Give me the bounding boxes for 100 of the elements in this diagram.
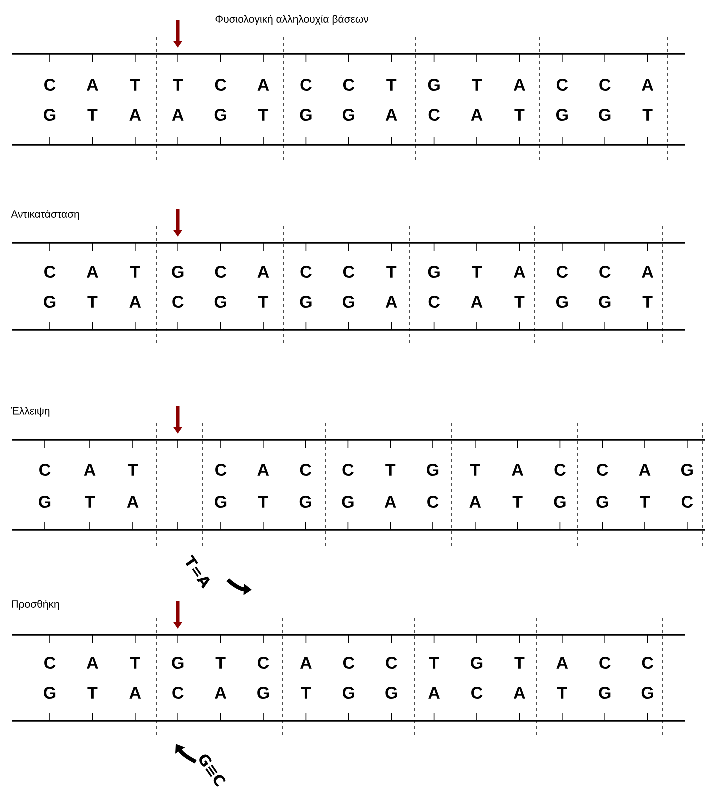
base-letter: G	[596, 496, 610, 509]
base-letter: A	[256, 266, 270, 278]
base-letter: T	[386, 266, 398, 278]
base-letter: T	[87, 686, 98, 700]
base-letter: T	[514, 656, 526, 670]
base-letter: C	[256, 656, 270, 670]
base-letter: G	[214, 296, 228, 309]
base-letter: C	[680, 496, 694, 509]
base-letter: G	[384, 686, 399, 700]
panel-title: Φυσιολογική αλληλουχία βάσεων	[216, 14, 368, 26]
base-letter: A	[511, 464, 524, 476]
base-letter: T	[258, 496, 270, 508]
base-letter: A	[128, 686, 142, 700]
base-letter: G	[426, 464, 440, 477]
base-letter: G	[214, 108, 228, 122]
base-letter: A	[86, 266, 100, 278]
base-letter: C	[556, 265, 570, 279]
base-letter: G	[299, 296, 314, 309]
base-letter: C	[596, 464, 610, 477]
base-letter: C	[214, 265, 228, 279]
base-letter: C	[342, 78, 356, 92]
panel-title: Προσθήκη	[12, 600, 60, 610]
base-letter: A	[428, 686, 441, 700]
base-letter: A	[513, 266, 526, 278]
base-letter: T	[512, 496, 524, 508]
base-letter: G	[298, 496, 313, 509]
base-letter: G	[427, 265, 442, 279]
base-letter: C	[384, 656, 398, 670]
base-letter: C	[43, 265, 57, 279]
base-letter: G	[171, 265, 186, 279]
base-letter: C	[428, 108, 441, 122]
base-letter: C	[554, 464, 567, 477]
base-letter: T	[130, 656, 142, 670]
base-letter: G	[342, 296, 356, 309]
base-letter: A	[384, 108, 398, 122]
base-letter: C	[300, 265, 313, 279]
base-letter: C	[556, 78, 570, 92]
base-letter: C	[299, 464, 312, 477]
base-letter: C	[428, 296, 441, 309]
base-letter: C	[38, 464, 52, 477]
base-letter: A	[126, 496, 140, 508]
base-letter: G	[342, 108, 356, 122]
base-letter: T	[127, 464, 139, 476]
panel-title: Έλλειψη	[11, 407, 50, 417]
base-letter: C	[214, 78, 228, 92]
base-letter: C	[598, 78, 612, 92]
base-letter: A	[256, 78, 270, 92]
base-letter: T	[130, 78, 142, 92]
base-letter: T	[300, 686, 312, 700]
base-letter: A	[171, 108, 185, 122]
base-letter: G	[598, 108, 612, 122]
base-letter: C	[214, 464, 228, 477]
base-letter: C	[171, 686, 185, 700]
base-letter: A	[513, 78, 526, 92]
base-letter: G	[598, 686, 612, 700]
base-letter: C	[342, 464, 355, 477]
base-letter: A	[470, 296, 484, 308]
panel-title: Αντικατάσταση	[11, 210, 80, 220]
base-letter: A	[556, 656, 570, 670]
base-letter: T	[639, 496, 651, 508]
base-letter: G	[38, 496, 52, 509]
base-letter: T	[258, 108, 270, 122]
base-letter: C	[342, 656, 356, 670]
base-letter: T	[471, 266, 483, 278]
base-letter: G	[470, 656, 484, 670]
base-letter: C	[470, 686, 484, 700]
base-letter: G	[299, 108, 314, 122]
base-letter: G	[555, 108, 570, 122]
base-letter: T	[384, 464, 396, 476]
base-letter: T	[87, 296, 98, 308]
base-letter: G	[640, 686, 655, 700]
base-letter: A	[128, 108, 142, 122]
base-letter: C	[300, 78, 313, 92]
base-letter: T	[87, 108, 98, 122]
base-letter: G	[342, 686, 356, 700]
base-letter: A	[468, 496, 482, 508]
base-letter: G	[256, 686, 271, 700]
base-letter: T	[386, 78, 398, 92]
base-letter: G	[42, 108, 58, 122]
base-letter: G	[341, 496, 356, 509]
base-letter: G	[171, 656, 186, 670]
base-letter: A	[470, 108, 484, 122]
base-letter: C	[342, 265, 356, 279]
base-letter: C	[171, 296, 185, 309]
base-letter: G	[42, 686, 58, 700]
base-letter: T	[642, 108, 654, 122]
base-letter: T	[84, 496, 96, 508]
base-letter: G	[553, 496, 568, 509]
base-letter: A	[638, 464, 652, 476]
base-letter: T	[172, 78, 184, 92]
base-letter: C	[43, 656, 57, 670]
base-letter: A	[256, 464, 270, 476]
base-letter: A	[86, 656, 100, 670]
base-letter: C	[426, 496, 440, 509]
base-letter: T	[471, 78, 483, 92]
base-letter: G	[598, 296, 612, 309]
base-letter: C	[598, 656, 612, 670]
base-letter: C	[598, 265, 612, 279]
base-letter: A	[641, 78, 654, 92]
base-letter: A	[128, 296, 142, 308]
